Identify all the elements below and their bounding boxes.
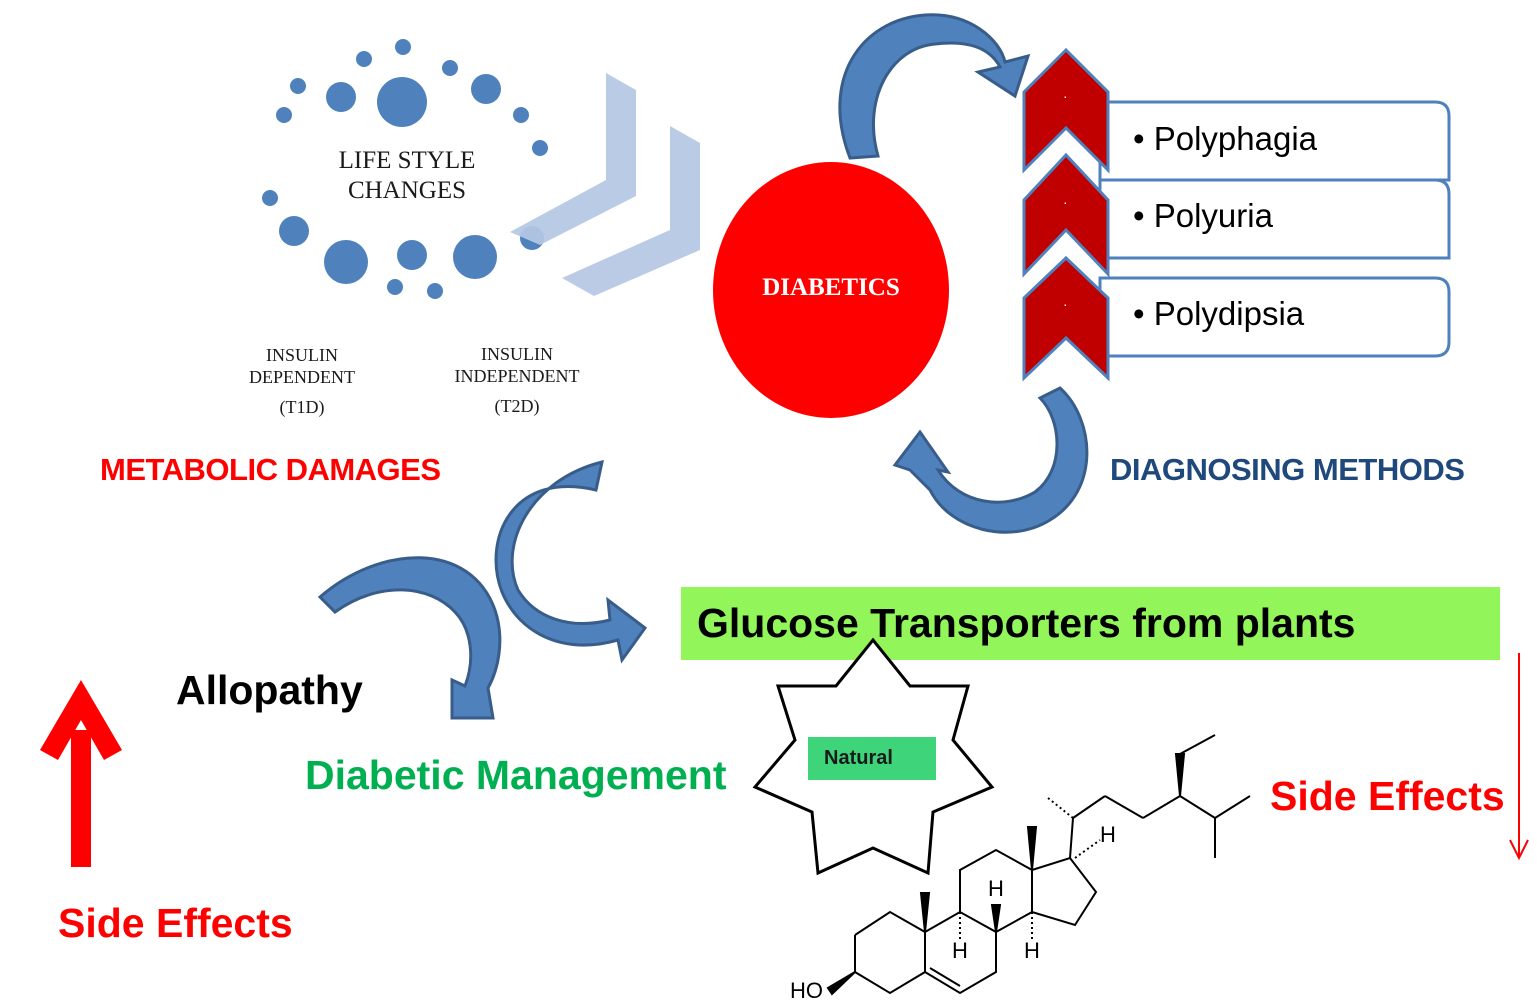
curved-arrow-lower — [317, 556, 502, 720]
chevron-dot: · — [1063, 88, 1068, 104]
ring-dot — [387, 279, 403, 295]
chevron-shape — [562, 126, 700, 296]
insulin-independent-label: INSULIN INDEPENDENT (T2D) — [430, 343, 604, 417]
symptom-boxes — [1098, 100, 1451, 358]
insulin-independent-line3: (T2D) — [494, 396, 540, 416]
bullet: • — [1133, 197, 1145, 234]
allopathy-label: Allopathy — [176, 667, 363, 713]
curved-arrow-right — [892, 386, 1089, 534]
sterol-molecule — [826, 734, 1251, 996]
glucose-box — [681, 587, 1500, 660]
bullet: • — [1133, 120, 1145, 157]
side-effects-right-label: Side Effects — [1270, 773, 1505, 819]
ring-dot — [324, 240, 368, 284]
symptom-chevrons — [1022, 47, 1110, 382]
chevron-dot: · — [1063, 296, 1068, 312]
ring-dot — [290, 78, 306, 94]
lifestyle-line1: LIFE STYLE — [338, 147, 476, 174]
ring-dot — [397, 240, 427, 270]
natural-box — [808, 737, 936, 780]
insulin-independent-line1: INSULIN — [481, 344, 553, 364]
chevron-dot: · — [1063, 194, 1068, 210]
ring-dot — [453, 235, 497, 279]
curved-arrow-top — [838, 13, 1031, 160]
ring-dot — [356, 51, 372, 67]
symptom-label: Polydipsia — [1153, 295, 1305, 332]
chevron-polydipsia — [1022, 255, 1110, 382]
molecule-h-label: H — [988, 876, 1004, 901]
ring-dot — [276, 107, 292, 123]
symptom-box — [1098, 100, 1451, 182]
insulin-dependent-label: INSULIN DEPENDENT (T1D) — [222, 344, 382, 418]
insulin-dependent-line3: (T1D) — [279, 397, 325, 417]
lifestyle-line2: CHANGES — [347, 177, 467, 204]
molecule-h-label: H — [952, 938, 968, 963]
ring-dot — [395, 39, 411, 55]
diabetics-circle — [713, 162, 949, 418]
side-effects-up-arrow — [40, 680, 122, 867]
symptom-polyuria: • Polyuria — [1133, 197, 1273, 235]
ring-dot — [513, 107, 529, 123]
chevron-shape — [510, 73, 636, 245]
ring-dot — [471, 74, 501, 104]
symptom-polydipsia: • Polydipsia — [1133, 295, 1304, 333]
diabetic-management-label: Diabetic Management — [305, 752, 727, 798]
symptom-box — [1098, 178, 1451, 260]
ring-dot — [262, 190, 278, 206]
chevron-polyuria — [1022, 152, 1110, 278]
ring-dot — [377, 77, 427, 127]
natural-label: Natural — [824, 747, 893, 769]
curved-arrow-middle — [494, 459, 648, 664]
side-effects-down-arrow — [1509, 653, 1529, 861]
glucose-transporters-label: Glucose Transporters from plants — [697, 600, 1356, 646]
insulin-dependent-line2: DEPENDENT — [249, 367, 355, 387]
metabolic-damages-label: METABOLIC DAMAGES — [100, 452, 441, 487]
bullet: • — [1133, 295, 1145, 332]
symptom-box — [1098, 276, 1451, 358]
symptom-polyphagia: • Polyphagia — [1133, 120, 1317, 158]
insulin-dependent-line1: INSULIN — [266, 345, 338, 365]
ring-dot — [532, 140, 548, 156]
ring-dot — [442, 60, 458, 76]
diagnosing-methods-label: DIAGNOSING METHODS — [1110, 452, 1465, 487]
ring-dot — [427, 283, 443, 299]
side-effects-left-label: Side Effects — [58, 900, 293, 946]
light-chevrons — [510, 73, 700, 296]
molecule-ho-label: HO — [790, 978, 823, 1003]
insulin-independent-line2: INDEPENDENT — [454, 366, 580, 386]
symptom-label: Polyphagia — [1153, 120, 1318, 157]
lifestyle-dot-ring — [262, 39, 548, 299]
ring-dot — [326, 82, 356, 112]
lifestyle-label: LIFE STYLE CHANGES — [300, 146, 514, 206]
ring-dot — [279, 216, 309, 246]
symptom-label: Polyuria — [1153, 197, 1273, 234]
chevron-polyphagia — [1022, 47, 1110, 174]
diabetics-label: DIABETICS — [762, 274, 900, 301]
molecule-h-label: H — [1024, 938, 1040, 963]
molecule-h-label: H — [1100, 822, 1116, 847]
